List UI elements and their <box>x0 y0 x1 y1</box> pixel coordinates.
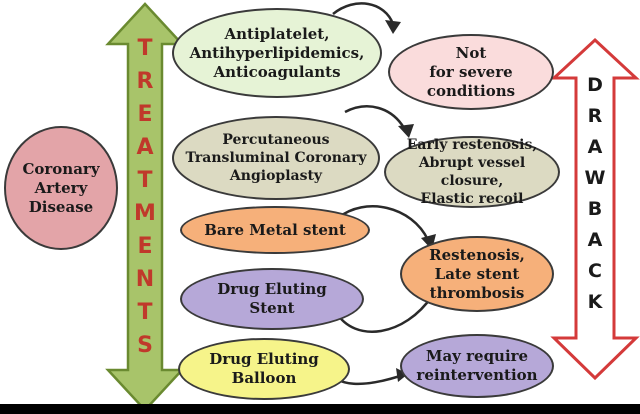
treatments-letter: T <box>137 36 153 61</box>
arrowhead-2 <box>398 124 414 138</box>
node-reintervention: May require reintervention <box>400 334 554 398</box>
drawback-letter: A <box>587 229 603 251</box>
node-early-restenosis: Early restenosis, Abrupt vessel closure,… <box>384 136 560 208</box>
bare-metal-label: Bare Metal stent <box>204 220 346 239</box>
drawback-letter: B <box>587 198 603 220</box>
drug-class-label: Antiplatelet, Antihyperlipidemics, Antic… <box>189 24 365 81</box>
coronary-label: Coronary Artery Disease <box>22 159 100 216</box>
treatments-letter: T <box>137 168 153 193</box>
drawback-letter: W <box>584 167 606 189</box>
drawback-letter: R <box>587 105 603 127</box>
not-severe-label: Not for severe conditions <box>426 43 516 100</box>
treatments-letter: R <box>136 69 154 94</box>
bottom-bar <box>0 404 640 414</box>
node-not-for-severe: Not for severe conditions <box>388 34 554 110</box>
drawback-letter: K <box>587 291 603 313</box>
drug-eluting-stent-label: Drug Eluting Stent <box>217 280 327 317</box>
drug-eluting-balloon-label: Drug Eluting Balloon <box>209 350 319 387</box>
connector-des-to-restenosis <box>334 295 434 333</box>
node-coronary-artery-disease: Coronary Artery Disease <box>4 126 118 250</box>
treatments-letter: M <box>134 201 156 226</box>
reintervention-label: May require reintervention <box>416 347 538 384</box>
drawback-letter: A <box>587 136 603 158</box>
ptca-label: Percutaneous Transluminal Coronary Angio… <box>185 132 367 184</box>
drawback-arrow <box>550 37 640 381</box>
arrowhead-5 <box>396 368 408 382</box>
treatments-letter: E <box>137 102 153 127</box>
drawback-letter: C <box>588 260 602 282</box>
node-bare-metal-stent: Bare Metal stent <box>180 206 370 254</box>
drawback-letter: D <box>587 74 603 96</box>
node-drug-eluting-balloon: Drug Eluting Balloon <box>178 338 350 400</box>
node-drug-eluting-stent: Drug Eluting Stent <box>180 268 364 330</box>
treatments-letter: A <box>136 135 154 160</box>
restenosis-label: Restenosis, Late stent thrombosis <box>429 245 525 302</box>
arrowhead-1 <box>385 20 401 34</box>
treatments-letter: E <box>137 234 153 259</box>
connector-ptca-to-early <box>344 105 406 129</box>
connector-drug-to-not-severe <box>332 2 395 25</box>
early-restenosis-label: Early restenosis, Abrupt vessel closure,… <box>406 137 538 207</box>
treatments-letter: T <box>137 300 153 325</box>
node-ptca: Percutaneous Transluminal Coronary Angio… <box>172 116 380 200</box>
treatments-letter: N <box>135 267 155 292</box>
node-drug-class: Antiplatelet, Antihyperlipidemics, Antic… <box>172 8 382 98</box>
connector-baremetal-to-restenosis <box>337 205 430 241</box>
treatments-letter: S <box>137 333 153 358</box>
node-restenosis: Restenosis, Late stent thrombosis <box>400 236 554 312</box>
